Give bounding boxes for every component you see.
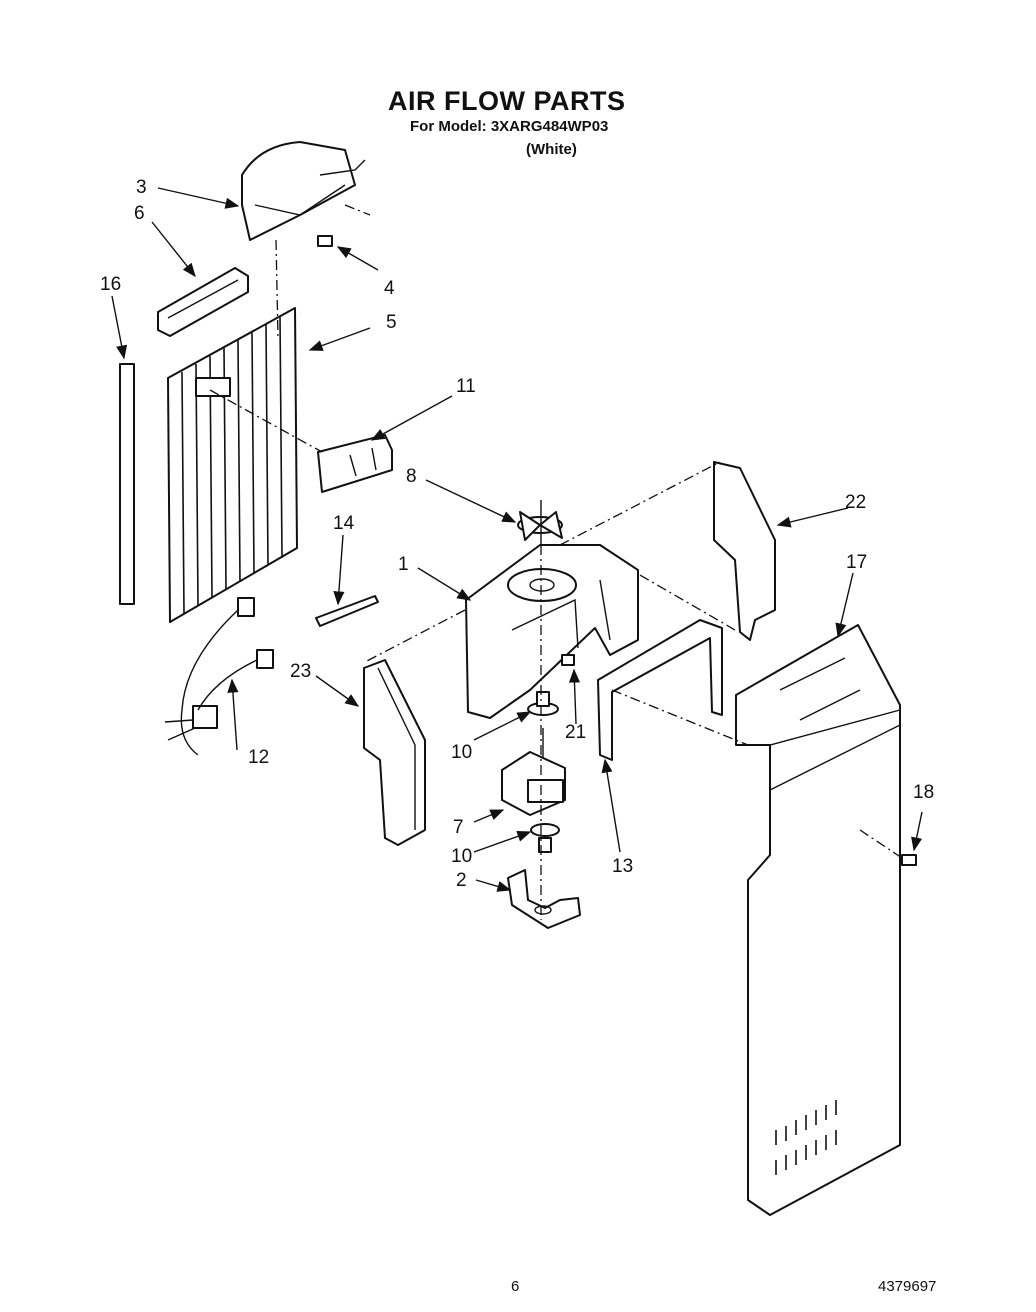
part-10-washer-upper xyxy=(527,691,559,716)
callout-3: 3 xyxy=(136,177,147,198)
model-line: For Model: 3XARG484WP03 xyxy=(410,118,609,135)
callout-10-lower: 10 xyxy=(451,846,472,867)
part-17-duct-cover xyxy=(735,624,901,1216)
part-12-wire-harness xyxy=(164,597,274,756)
part-7-fan-motor xyxy=(501,728,566,816)
callout-14: 14 xyxy=(333,513,355,534)
callout-8: 8 xyxy=(406,466,417,487)
callout-1: 1 xyxy=(398,554,409,575)
part-11-bracket xyxy=(317,434,393,493)
callout-2: 2 xyxy=(456,870,467,891)
part-3-air-duct xyxy=(241,141,366,241)
part-23-side-panel xyxy=(363,659,426,846)
callout-18: 18 xyxy=(913,782,934,803)
callout-11: 11 xyxy=(456,376,476,397)
assembly-lines xyxy=(209,204,906,920)
part-5-evaporator-cover xyxy=(167,307,298,623)
callout-17: 17 xyxy=(846,552,867,573)
page-title: AIR FLOW PARTS xyxy=(388,86,626,116)
part-2-motor-bracket xyxy=(507,869,581,929)
callout-10-upper: 10 xyxy=(451,742,472,763)
page-number: 6 xyxy=(511,1278,520,1295)
callout-23: 23 xyxy=(290,661,311,682)
part-1-fan-shroud xyxy=(465,544,639,719)
part-8-fan-blade xyxy=(517,500,563,545)
callout-22: 22 xyxy=(845,492,866,513)
part-16-seal-strip xyxy=(119,363,135,605)
part-14-cable-tie xyxy=(315,595,379,627)
callout-16: 16 xyxy=(100,274,121,295)
part-4-screw xyxy=(317,235,333,247)
callout-13: 13 xyxy=(612,856,633,877)
part-6-grille xyxy=(157,267,249,337)
part-10-washer-lower xyxy=(530,823,560,853)
callout-7: 7 xyxy=(453,817,464,838)
leader-arrows xyxy=(111,187,923,892)
callout-5: 5 xyxy=(386,312,397,333)
color-line: (White) xyxy=(526,141,577,158)
callout-12: 12 xyxy=(248,747,269,768)
callout-6: 6 xyxy=(134,203,145,224)
part-18-screw xyxy=(901,854,917,866)
callout-21: 21 xyxy=(565,722,586,743)
part-21-screw xyxy=(561,654,575,666)
document-number: 4379697 xyxy=(878,1278,937,1295)
part-13-u-duct xyxy=(597,619,723,761)
part-22-side-panel xyxy=(713,461,776,641)
callout-4: 4 xyxy=(384,278,395,299)
